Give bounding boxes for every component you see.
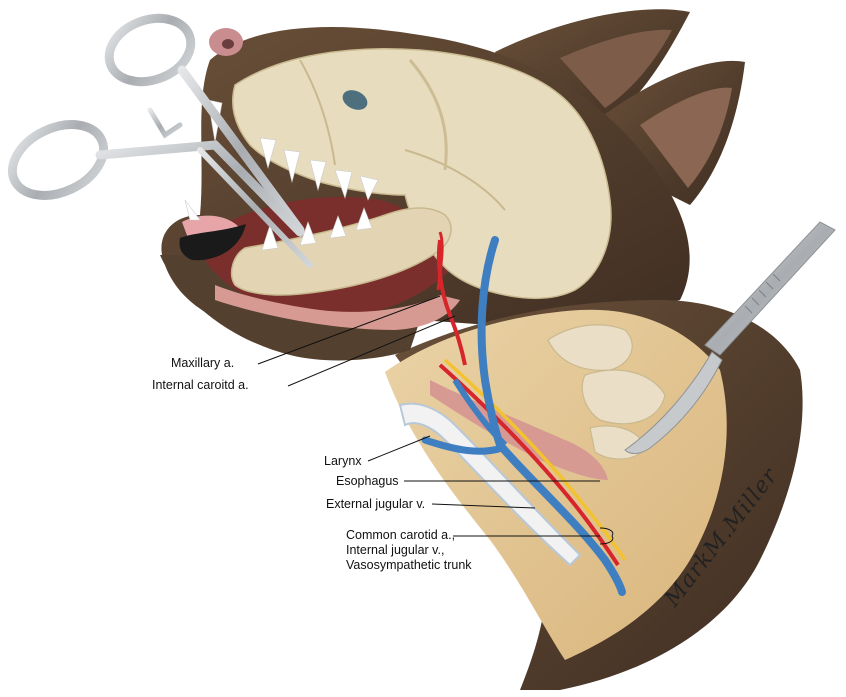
internal-jugular-vein <box>452 378 508 448</box>
common-carotid-artery <box>438 363 620 567</box>
leader-external-jugular <box>431 503 536 509</box>
larynx-trachea <box>398 402 582 567</box>
leader-larynx <box>367 435 431 462</box>
leader-internal-carotid <box>287 315 456 387</box>
scalpel <box>624 221 836 454</box>
maxillary-artery <box>436 231 444 291</box>
internal-carotid-artery <box>436 239 467 366</box>
leader-lines <box>257 295 614 545</box>
label-esophagus: Esophagus <box>336 474 399 488</box>
label-internal-jugular: Internal jugular v., <box>346 543 445 557</box>
label-maxillary-artery: Maxillary a. <box>171 356 235 370</box>
label-external-jugular-vein: External jugular v. <box>326 497 426 511</box>
label-common-carotid: Common carotid a., <box>346 528 456 542</box>
label-common-carotid-group: Common carotid a., Internal jugular v., … <box>346 528 472 573</box>
vertebrae <box>547 324 666 460</box>
chin-black <box>179 224 246 261</box>
brace-common-carotid <box>599 527 614 545</box>
label-larynx: Larynx <box>324 454 362 468</box>
leader-maxillary <box>257 295 441 365</box>
forceps <box>7 13 313 268</box>
vasosympathetic-trunk <box>443 358 627 561</box>
label-internal-carotid-artery: Internal caroitd a. <box>152 378 249 392</box>
label-vasosympathetic-trunk: Vasosympathetic trunk <box>346 558 472 572</box>
